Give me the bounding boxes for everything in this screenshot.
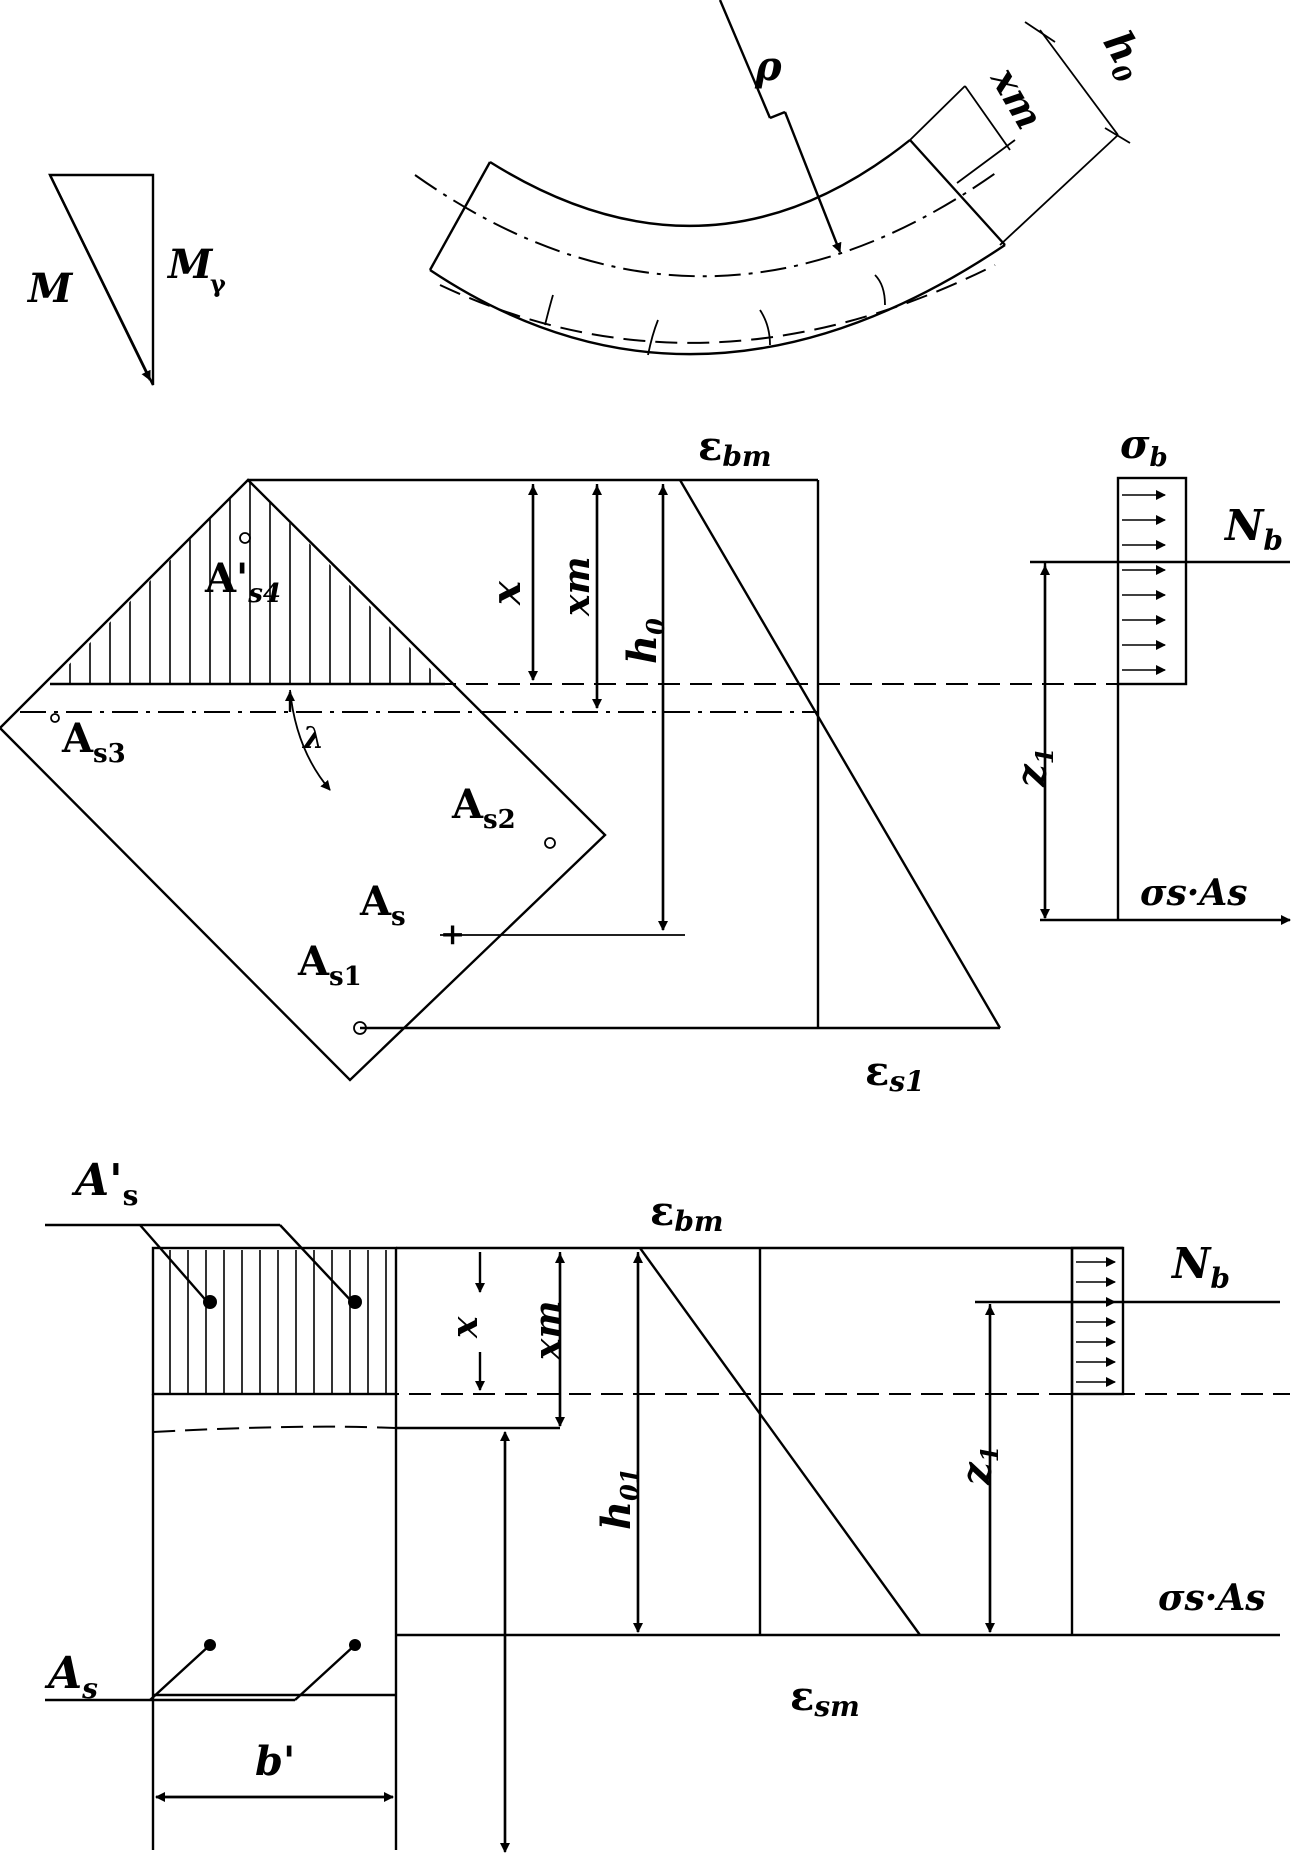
label-xm-bottom: xm [527,1300,569,1361]
label-eps-bm-bottom: εbm [650,1188,724,1238]
label-A-prime-s: A's [71,1155,138,1212]
label-As4: A's4 [204,555,281,609]
label-rho: ρ [754,43,782,90]
svg-text:+: + [440,917,465,952]
label-eps-s1: εs1 [865,1048,925,1098]
rebar-As3 [50,713,60,723]
label-h0-mid: h0 [619,618,670,664]
label-sigmaAs-bottom: σs·As [1158,1577,1266,1619]
label-Nb-mid: Nb [1223,501,1283,557]
rebar-As4 [239,532,251,544]
curved-beam: ρ xm h0 [414,0,1157,356]
label-eps-bm-mid: εbm [698,423,772,473]
label-x-mid: x [483,580,530,606]
label-M-gamma: M [166,241,214,288]
rebar-top-right [348,1295,362,1309]
label-M-gamma-sub: γ [210,269,226,298]
label-xm-mid: xm [556,556,598,617]
label-As3: As3 [61,715,126,769]
rebar-As1 [353,1021,367,1035]
label-h0-curved: h0 [1090,23,1157,88]
label-h01: h01 [593,1468,644,1531]
label-As-bottom: As [44,1648,98,1705]
rebar-As2 [544,837,556,849]
label-x-bottom: x [444,1316,486,1339]
label-z-bottom: z1 [953,1446,1004,1486]
label-lambda: λ [301,721,324,756]
moment-diagram: M M γ [26,173,226,386]
label-eps-sm: εsm [790,1673,860,1723]
stress-block-bottom [1070,1246,1125,1396]
label-As2: As2 [451,781,516,835]
label-Nb-bottom: Nb [1170,1239,1230,1295]
label-As1: As1 [297,938,362,992]
rebar-top-left [203,1295,217,1309]
stress-block-mid [1116,476,1188,686]
t-section: z1 x xm h01 b' A's [44,1155,1290,1853]
skewed-section: + x xm h0 λ A's4 As3 As2 As [0,421,1291,1098]
label-b-prime: b' [255,1738,295,1785]
label-As: As [359,878,406,932]
label-sigma-b: σb [1120,421,1168,473]
label-z-mid: z1 [1008,748,1059,788]
label-M: M [26,265,74,312]
label-sigmaAs-mid: σs·As [1140,872,1248,914]
flange [151,1246,398,1396]
